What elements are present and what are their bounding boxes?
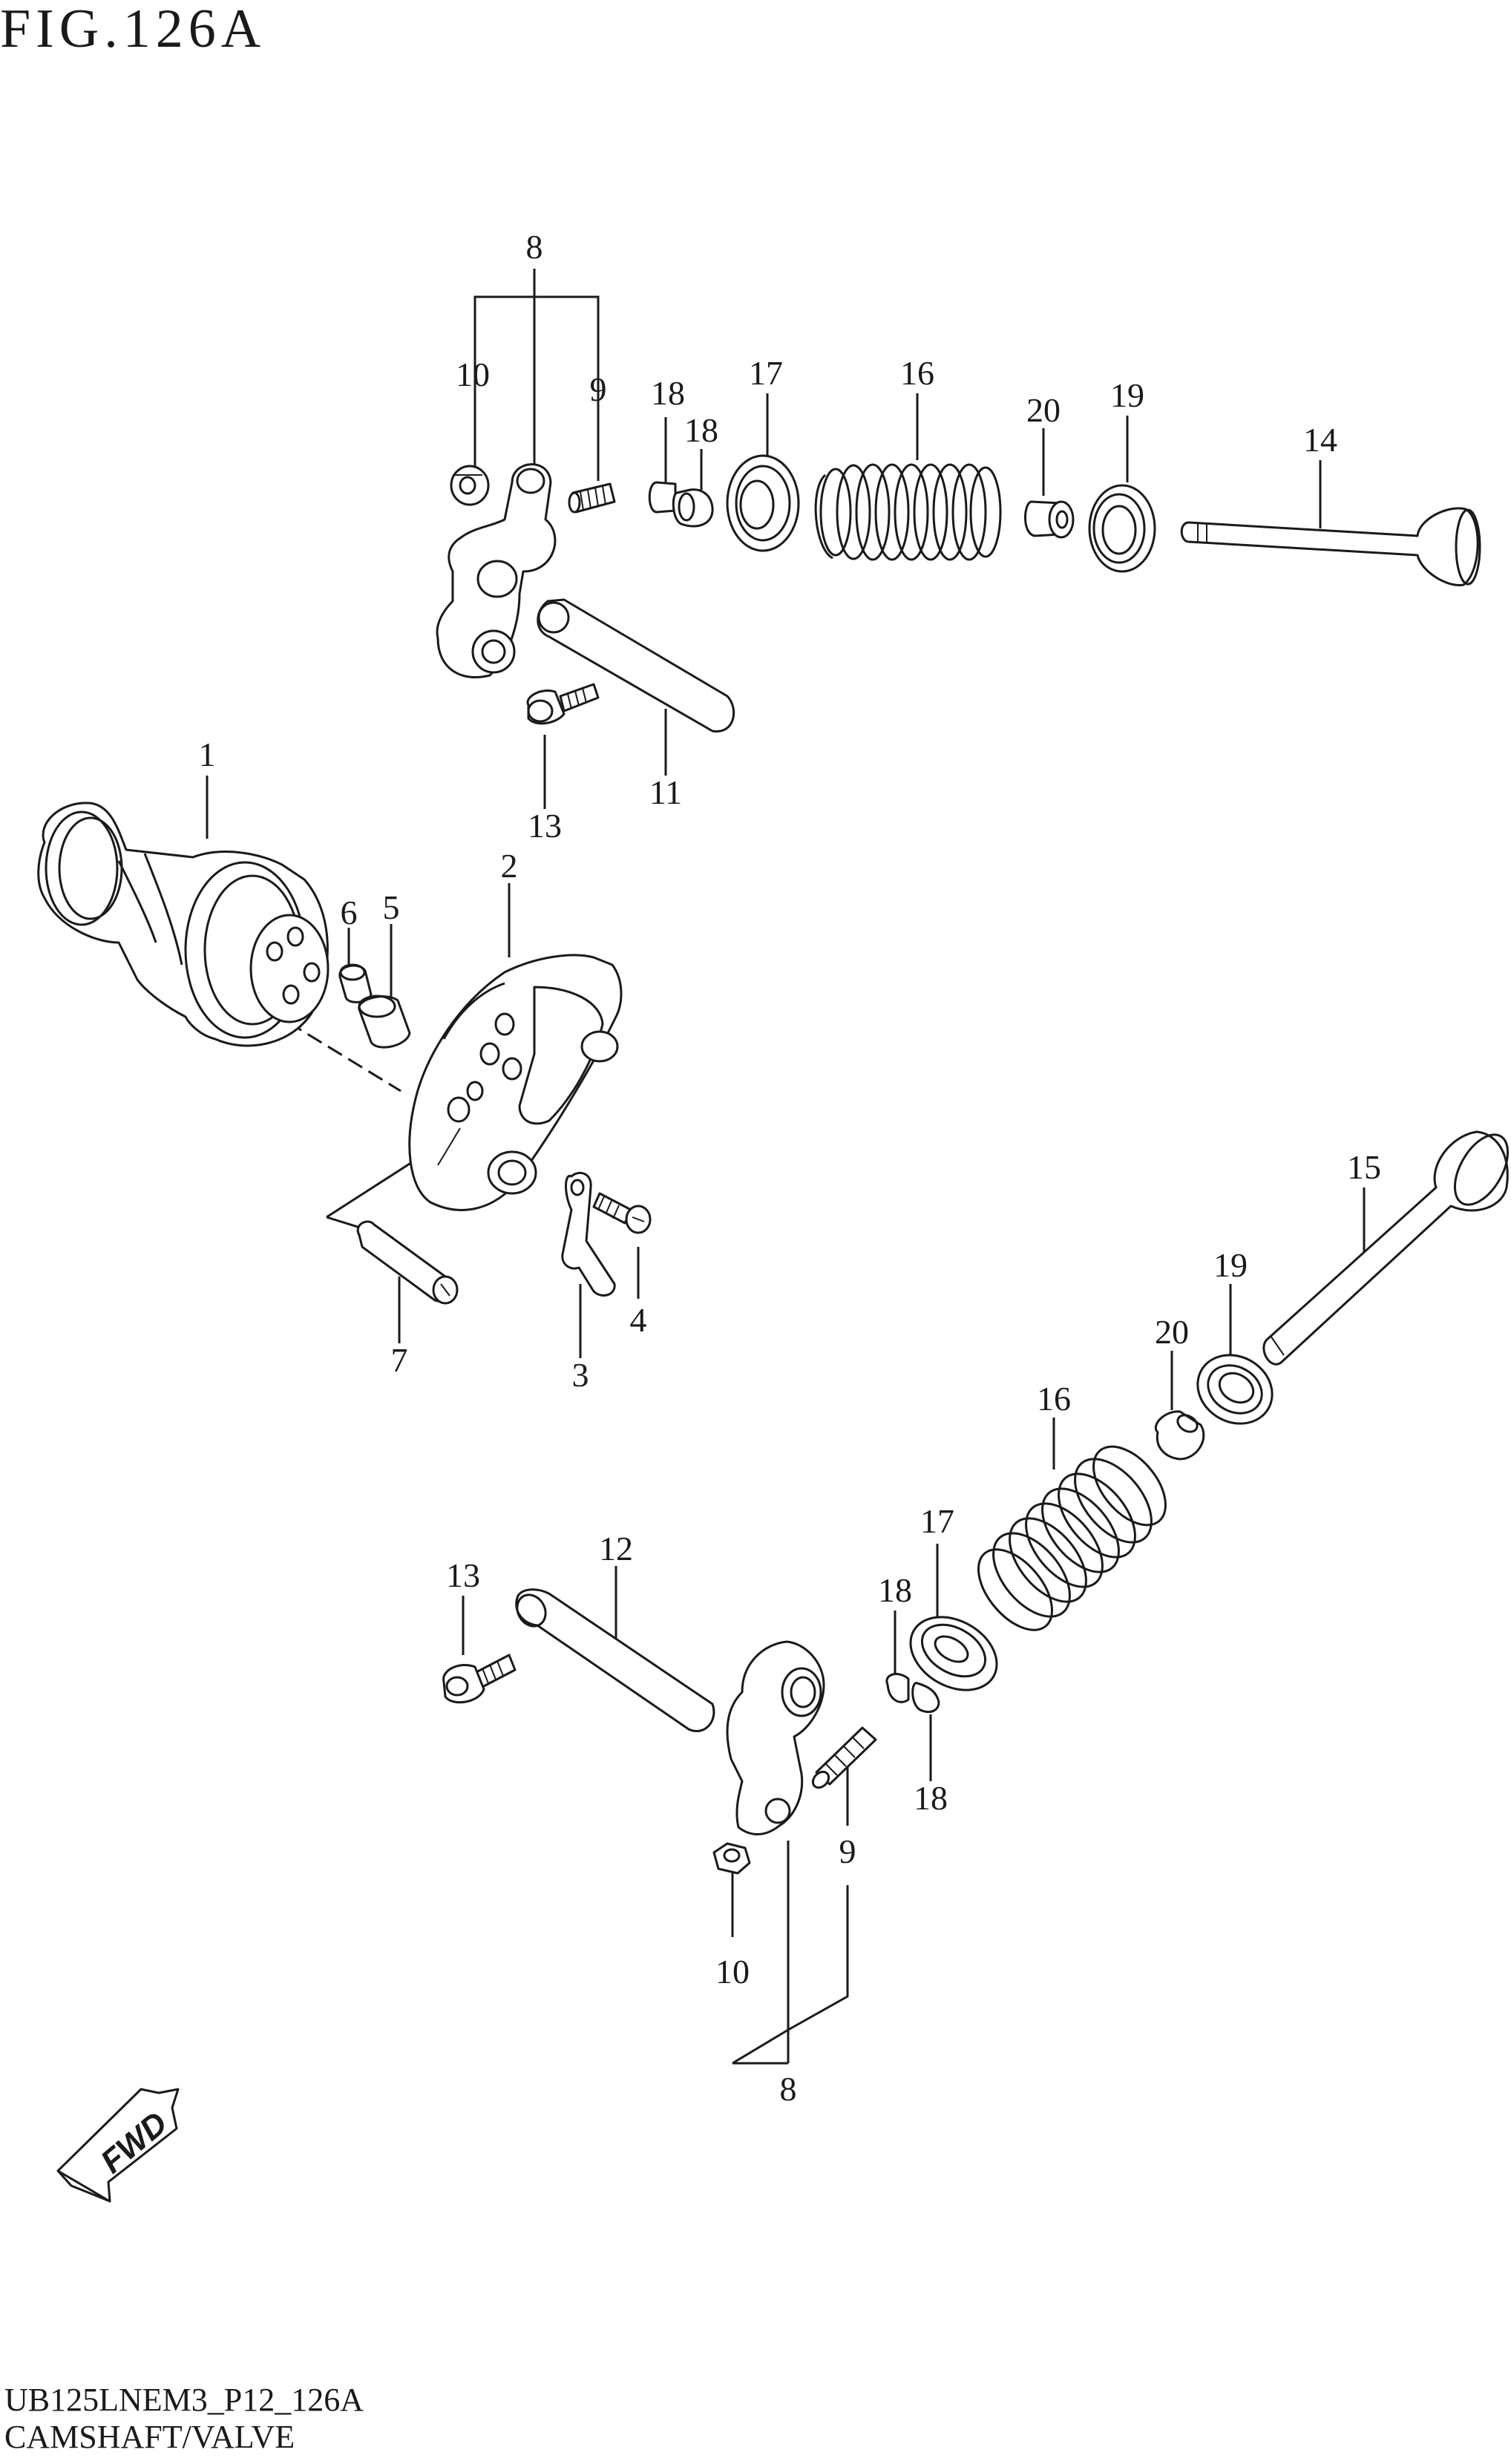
callout-b15: 15 bbox=[1347, 1148, 1381, 1186]
part-8-rocker-arm-lower bbox=[726, 1640, 825, 1835]
callout-b9: 9 bbox=[839, 1832, 856, 1870]
part-5-cam-sleeve bbox=[358, 995, 411, 1049]
callout-t18a: 18 bbox=[651, 374, 685, 412]
lower-leader-lines bbox=[462, 1187, 1366, 2065]
part-13-shaft-bolt-lower bbox=[442, 1654, 517, 1704]
callout-b20: 20 bbox=[1155, 1313, 1189, 1351]
part-9-adjusting-screw-lower bbox=[811, 1726, 877, 1789]
part-3-stopper-bracket bbox=[561, 1172, 616, 1297]
callout-b19: 19 bbox=[1213, 1246, 1248, 1284]
part-12-rocker-arm-shaft-lower bbox=[515, 1588, 715, 1732]
callout-t10: 10 bbox=[456, 355, 490, 393]
callout-t5: 5 bbox=[383, 888, 400, 926]
part-18-valve-cotters-lower bbox=[885, 1673, 940, 1714]
callout-t16: 16 bbox=[900, 354, 934, 392]
part-6-dowel-pin bbox=[338, 963, 373, 1003]
footer-code: UB125LNEM3_P12_126A bbox=[4, 2382, 364, 2418]
callout-t14: 14 bbox=[1303, 421, 1337, 459]
part-11-rocker-arm-shaft bbox=[537, 598, 735, 733]
footer-caption: CAMSHAFT/VALVE bbox=[4, 2419, 295, 2455]
part-13-shaft-bolt bbox=[526, 683, 600, 725]
callout-b18a: 18 bbox=[878, 1571, 912, 1609]
part-19-spring-seat-lower bbox=[1196, 1354, 1274, 1425]
callout-b18b: 18 bbox=[914, 1779, 948, 1817]
part-18-valve-cotters bbox=[648, 481, 714, 528]
callout-b10: 10 bbox=[715, 1953, 750, 1990]
figure-title: FIG.126A bbox=[0, 0, 266, 59]
callout-t13: 13 bbox=[528, 807, 562, 845]
part-7-pivot-pin bbox=[356, 1220, 459, 1305]
part-19-spring-seat bbox=[1088, 484, 1156, 573]
callout-b16: 16 bbox=[1037, 1380, 1071, 1418]
callout-b17: 17 bbox=[920, 1502, 954, 1540]
part-2-cam-sprocket bbox=[408, 954, 623, 1211]
part-20-valve-stem-seal-lower bbox=[1155, 1410, 1205, 1461]
callout-b12: 12 bbox=[599, 1530, 633, 1567]
callout-t11: 11 bbox=[649, 773, 682, 811]
callout-b8: 8 bbox=[780, 2070, 797, 2108]
callout-t3: 3 bbox=[572, 1356, 589, 1394]
callout-b13: 13 bbox=[446, 1556, 480, 1594]
part-16-valve-spring bbox=[814, 463, 1002, 561]
callout-t19: 19 bbox=[1110, 376, 1144, 414]
callout-labels: 8 10 9 18 18 17 16 20 19 14 11 13 1 2 6 … bbox=[199, 228, 1382, 2108]
callout-t6: 6 bbox=[341, 894, 358, 931]
callout-t4: 4 bbox=[630, 1301, 647, 1339]
forward-direction-arrow: FWD bbox=[56, 2088, 180, 2203]
callout-t2: 2 bbox=[501, 847, 518, 885]
part-4-bracket-screw bbox=[592, 1192, 652, 1234]
callout-t8: 8 bbox=[526, 228, 543, 266]
part-10-adjuster-nut bbox=[450, 465, 490, 506]
callout-t7: 7 bbox=[391, 1341, 408, 1379]
part-14-intake-valve bbox=[1180, 507, 1481, 586]
part-8-rocker-arm bbox=[436, 463, 557, 679]
part-16-valve-spring-lower bbox=[977, 1445, 1167, 1631]
callout-t20: 20 bbox=[1026, 391, 1061, 429]
part-1-camshaft bbox=[37, 802, 330, 1047]
part-17-spring-retainer-lower bbox=[909, 1616, 998, 1691]
part-17-spring-retainer bbox=[726, 454, 800, 552]
callout-t1: 1 bbox=[199, 735, 216, 773]
callout-t17: 17 bbox=[749, 354, 783, 392]
part-20-valve-stem-seal bbox=[1024, 500, 1075, 539]
part-15-exhaust-valve bbox=[1262, 1130, 1510, 1366]
upper-leader-lines bbox=[473, 269, 1322, 809]
part-9-adjusting-screw bbox=[568, 482, 616, 514]
part-10-adjuster-nut-lower bbox=[712, 1842, 751, 1875]
callout-t18b: 18 bbox=[684, 411, 718, 449]
callout-t9: 9 bbox=[590, 370, 607, 408]
